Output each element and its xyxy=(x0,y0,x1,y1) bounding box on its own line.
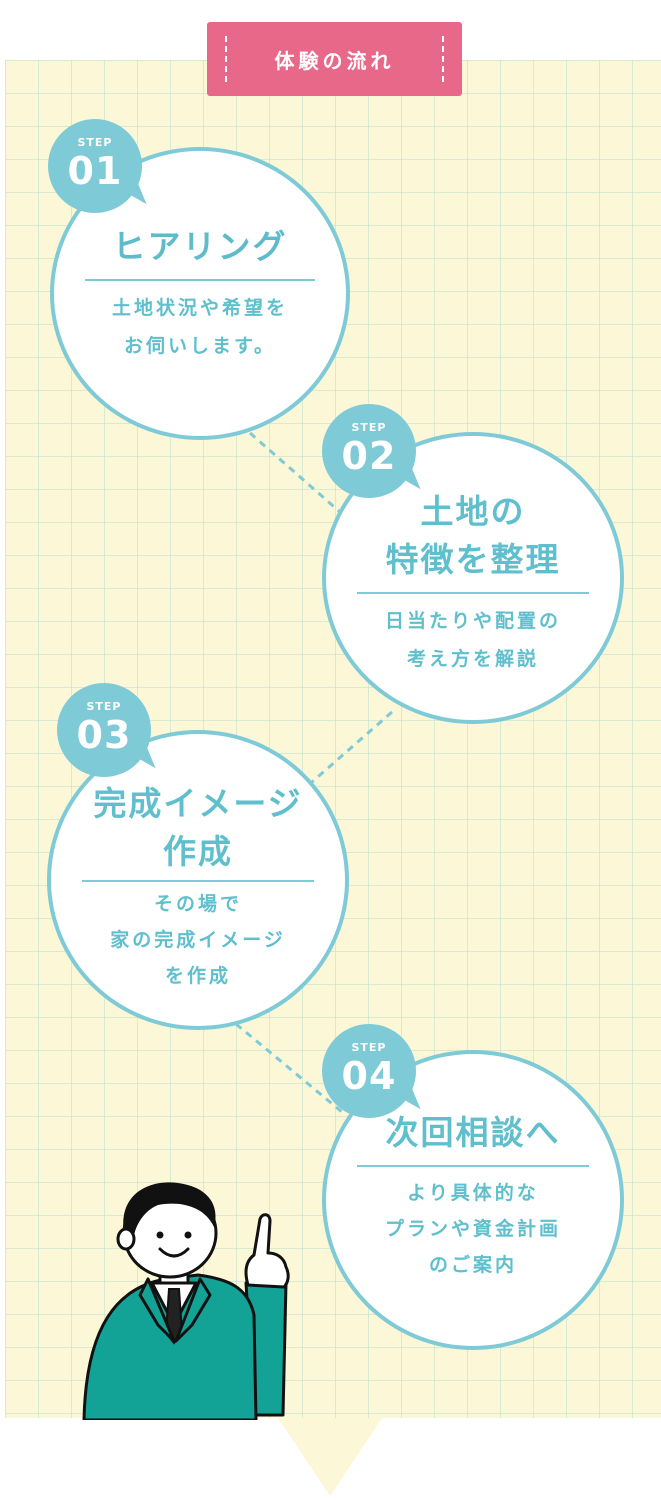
step-02-description: 日当たりや配置の 考え方を解説 xyxy=(385,602,561,678)
step-04-title-line: 次回相談へ xyxy=(385,1113,561,1152)
step-04-badge: STEP 04 xyxy=(322,1024,416,1118)
page-title: 体験の流れ xyxy=(274,48,395,73)
step-04-desc-line: プランや資金計画 xyxy=(384,1218,561,1240)
step-02-badge: STEP 02 xyxy=(322,404,416,498)
step-03-description: その場で 家の完成イメージ を作成 xyxy=(110,886,286,994)
step-02-title-line: 土地の xyxy=(420,492,526,531)
step-03-desc-line: 家の完成イメージ xyxy=(110,929,286,951)
step-04-description: より具体的な プランや資金計画 のご案内 xyxy=(385,1175,561,1283)
banner-dash-left xyxy=(225,36,227,82)
step-number: 04 xyxy=(341,1054,397,1098)
step-04-desc-line: より具体的な xyxy=(407,1182,539,1204)
step-03-title: 完成イメージ 作成 xyxy=(93,780,302,876)
step-number: 01 xyxy=(67,149,123,193)
step-03-title-line: 作成 xyxy=(163,832,233,871)
step-01-description: 土地状況や希望を お伺いします。 xyxy=(112,289,288,365)
step-04-divider xyxy=(357,1165,589,1167)
step-03-divider xyxy=(82,880,314,882)
step-number: 02 xyxy=(341,434,397,478)
step-02-title: 土地の 特徴を整理 xyxy=(386,488,561,584)
step-03-badge: STEP 03 xyxy=(57,683,151,777)
banner-dash-right xyxy=(442,36,444,82)
step-03-desc-line: を作成 xyxy=(164,965,231,987)
step-01-circle: ヒアリング 土地状況や希望を お伺いします。 xyxy=(50,147,350,440)
step-02-desc-line: 日当たりや配置の xyxy=(384,610,561,632)
step-02-divider xyxy=(357,592,589,594)
step-04-desc-line: のご案内 xyxy=(428,1254,517,1276)
step-03-desc-line: その場で xyxy=(153,893,242,915)
step-label: STEP xyxy=(77,136,113,149)
step-label: STEP xyxy=(86,700,122,713)
step-01-title: ヒアリング xyxy=(113,223,288,271)
down-arrow-tail xyxy=(278,1418,382,1496)
step-01-desc-line: 土地状況や希望を xyxy=(111,296,288,319)
step-02-desc-line: 考え方を解説 xyxy=(406,648,539,670)
step-label: STEP xyxy=(351,421,387,434)
step-04-title: 次回相談へ xyxy=(386,1109,561,1157)
step-01-title-line: ヒアリング xyxy=(112,226,288,266)
flow-title-banner: 体験の流れ xyxy=(207,22,462,96)
step-01-divider xyxy=(85,278,315,281)
step-number: 03 xyxy=(76,713,132,757)
step-03-title-line: 完成イメージ xyxy=(93,784,303,823)
step-01-desc-line: お伺いします。 xyxy=(123,334,277,357)
step-02-title-line: 特徴を整理 xyxy=(385,540,561,579)
step-01-badge: STEP 01 xyxy=(48,119,142,213)
step-label: STEP xyxy=(351,1041,387,1054)
man-pointing-illustration xyxy=(82,1182,290,1420)
step-03-circle: 完成イメージ 作成 その場で 家の完成イメージ を作成 xyxy=(47,730,349,1030)
